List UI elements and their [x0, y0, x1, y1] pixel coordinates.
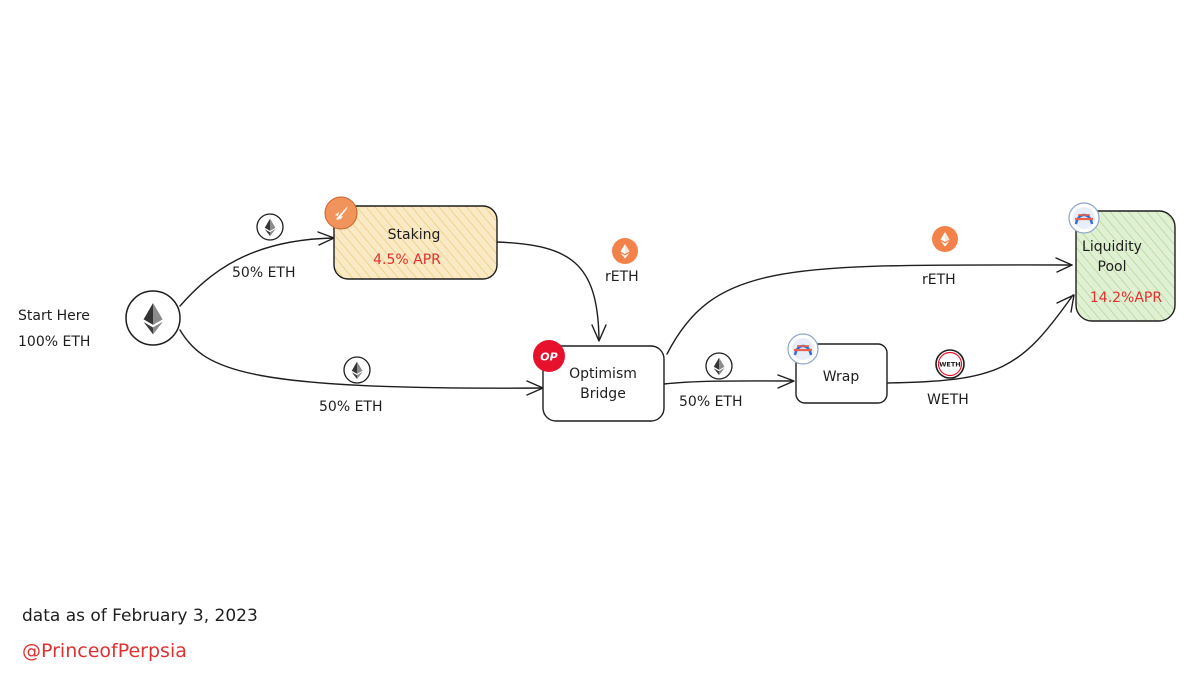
optimism-bridge-node: Optimism Bridge OP [533, 340, 665, 422]
start-node: Start Here 100% ETH [18, 290, 181, 350]
reth-icon [932, 226, 958, 252]
rocket-pool-icon [324, 196, 358, 230]
edge-label-to-bridge: 50% ETH [319, 399, 383, 415]
weth-icon: WETH [935, 349, 965, 379]
bridge-box [542, 345, 665, 422]
edge-bridge-to-pool [666, 264, 1073, 355]
start-label-line2: 100% ETH [18, 334, 90, 350]
ethereum-icon [256, 213, 284, 241]
wrap-title: Wrap [823, 369, 860, 385]
arrowhead-bridge-from-staking [591, 324, 607, 342]
edge-label-staking-to-bridge: rETH [605, 269, 639, 285]
staking-box [333, 205, 498, 280]
wrap-box [795, 343, 888, 404]
op-icon: OP [533, 340, 565, 372]
aave-icon [787, 333, 819, 365]
edges [179, 231, 1075, 396]
staking-apr: 4.5% APR [373, 252, 441, 268]
aave-icon [1068, 202, 1100, 234]
weth-badge-text: WETH [939, 361, 960, 369]
author-handle[interactable]: @PrinceofPerpsia [22, 640, 187, 662]
edge-start-to-staking [179, 237, 334, 307]
edge-start-to-bridge [179, 329, 543, 389]
pool-line2: Pool [1098, 259, 1127, 275]
op-badge-text: OP [540, 351, 557, 364]
edge-bridge-to-wrap [663, 380, 794, 385]
wrap-node: Wrap [787, 333, 888, 404]
start-label-line1: Start Here [18, 308, 90, 324]
edge-label-bridge-to-pool: rETH [922, 272, 956, 288]
edge-label-bridge-to-wrap: 50% ETH [679, 394, 743, 410]
arrowhead-wrap [777, 374, 795, 389]
reth-icon [612, 238, 638, 264]
bridge-line2: Bridge [580, 386, 626, 402]
bridge-line1: Optimism [569, 366, 637, 382]
ethereum-icon [343, 356, 371, 384]
pool-line1: Liquidity [1082, 239, 1142, 255]
data-date-note: data as of February 3, 2023 [22, 606, 258, 626]
staking-node: Staking 4.5% APR [324, 196, 498, 280]
ethereum-icon [705, 352, 733, 380]
arrowhead-pool-reth [1055, 257, 1073, 273]
pool-box [1075, 210, 1176, 322]
staking-title: Staking [388, 227, 441, 243]
edge-labels: 50% ETH 50% ETH rETH 50% ETH rETH [232, 213, 969, 415]
pool-apr: 14.2%APR [1090, 290, 1162, 306]
edge-label-to-staking: 50% ETH [232, 265, 296, 281]
edge-label-wrap-to-pool: WETH [927, 392, 969, 408]
edge-wrap-to-pool [887, 294, 1074, 384]
liquidity-pool-node: Liquidity Pool 14.2%APR [1068, 202, 1176, 322]
edge-staking-to-bridge [496, 241, 600, 341]
arrowhead-pool-weth [1056, 294, 1075, 313]
